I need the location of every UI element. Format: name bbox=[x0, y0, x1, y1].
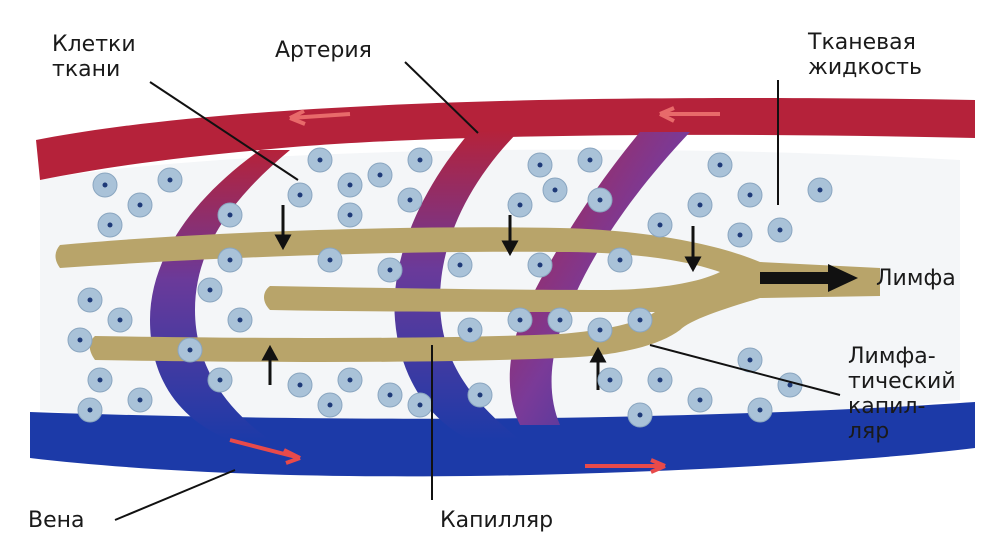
label-tissue-fluid: Тканевая жидкость bbox=[808, 30, 922, 80]
cell-nucleus bbox=[138, 398, 143, 403]
cell-nucleus bbox=[88, 298, 93, 303]
cell-nucleus bbox=[98, 378, 103, 383]
cell-nucleus bbox=[748, 358, 753, 363]
cell-nucleus bbox=[538, 163, 543, 168]
label-artery: Артерия bbox=[275, 38, 372, 63]
cell-nucleus bbox=[468, 328, 473, 333]
cell-nucleus bbox=[658, 223, 663, 228]
label-lymphatic-capillary: Лимфа- тический капил- ляр bbox=[848, 344, 956, 444]
cell-nucleus bbox=[298, 193, 303, 198]
cell-nucleus bbox=[408, 198, 413, 203]
cell-nucleus bbox=[168, 178, 173, 183]
cell-nucleus bbox=[758, 408, 763, 413]
cell-nucleus bbox=[778, 228, 783, 233]
cell-nucleus bbox=[698, 203, 703, 208]
cell-nucleus bbox=[698, 398, 703, 403]
cell-nucleus bbox=[228, 213, 233, 218]
cell-nucleus bbox=[598, 328, 603, 333]
cell-nucleus bbox=[78, 338, 83, 343]
cell-nucleus bbox=[108, 223, 113, 228]
label-lymph: Лимфа bbox=[876, 266, 956, 291]
cell-nucleus bbox=[318, 158, 323, 163]
cell-nucleus bbox=[418, 403, 423, 408]
cell-nucleus bbox=[328, 258, 333, 263]
label-capillary: Капилляр bbox=[440, 508, 553, 533]
cell-nucleus bbox=[88, 408, 93, 413]
cell-nucleus bbox=[538, 263, 543, 268]
cell-nucleus bbox=[738, 233, 743, 238]
cell-nucleus bbox=[298, 383, 303, 388]
cell-nucleus bbox=[588, 158, 593, 163]
cell-nucleus bbox=[208, 288, 213, 293]
cell-nucleus bbox=[608, 378, 613, 383]
cell-nucleus bbox=[388, 393, 393, 398]
cell-nucleus bbox=[348, 213, 353, 218]
label-vein: Вена bbox=[28, 508, 85, 533]
cell-nucleus bbox=[818, 188, 823, 193]
cell-nucleus bbox=[618, 258, 623, 263]
cell-nucleus bbox=[638, 413, 643, 418]
cell-nucleus bbox=[718, 163, 723, 168]
cell-nucleus bbox=[138, 203, 143, 208]
cell-nucleus bbox=[238, 318, 243, 323]
cell-nucleus bbox=[218, 378, 223, 383]
cell-nucleus bbox=[348, 378, 353, 383]
label-tissue-cells: Клетки ткани bbox=[52, 32, 136, 82]
cell-nucleus bbox=[558, 318, 563, 323]
cell-nucleus bbox=[348, 183, 353, 188]
cell-nucleus bbox=[553, 188, 558, 193]
cell-nucleus bbox=[598, 198, 603, 203]
cell-nucleus bbox=[228, 258, 233, 263]
cell-nucleus bbox=[658, 378, 663, 383]
cell-nucleus bbox=[518, 318, 523, 323]
cell-nucleus bbox=[103, 183, 108, 188]
cell-nucleus bbox=[418, 158, 423, 163]
cell-nucleus bbox=[638, 318, 643, 323]
cell-nucleus bbox=[518, 203, 523, 208]
cell-nucleus bbox=[748, 193, 753, 198]
cell-nucleus bbox=[188, 348, 193, 353]
cell-nucleus bbox=[378, 173, 383, 178]
cell-nucleus bbox=[328, 403, 333, 408]
cell-nucleus bbox=[458, 263, 463, 268]
cell-nucleus bbox=[388, 268, 393, 273]
cell-nucleus bbox=[478, 393, 483, 398]
cell-nucleus bbox=[118, 318, 123, 323]
